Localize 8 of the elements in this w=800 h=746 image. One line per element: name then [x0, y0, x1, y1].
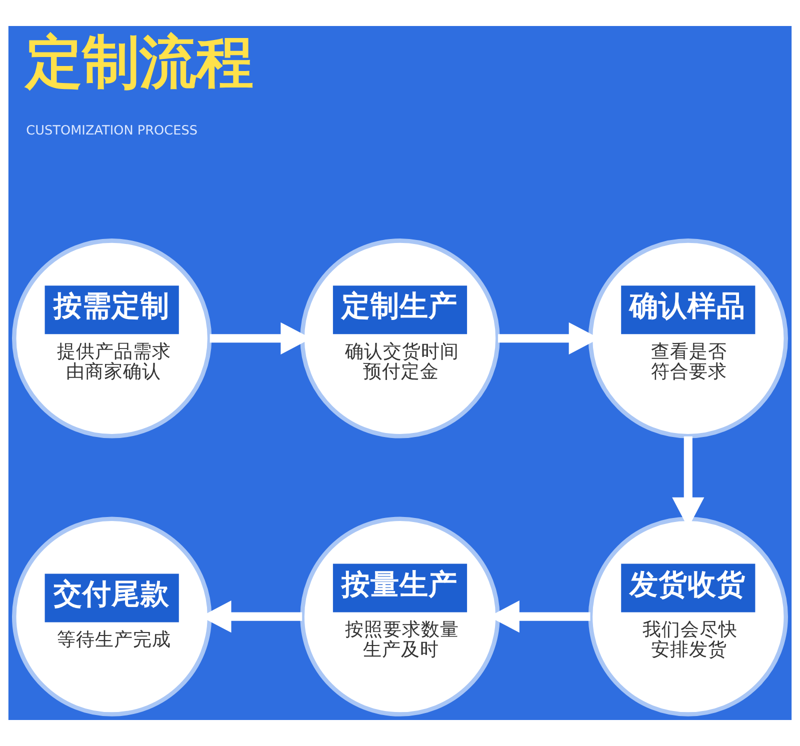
node-circle: 发货收货 我们会尽快安排发货	[588, 516, 788, 716]
node-circle: 按需定制 提供产品需求由商家确认	[12, 238, 212, 438]
diagram-title: 定制流程	[26, 30, 254, 96]
label: CUSTOMIZATION PROCESS	[26, 124, 198, 139]
node-circle: 按量生产 按照要求数量生产及时	[300, 516, 500, 716]
node-circle: 交付尾款 等待生产完成	[12, 516, 212, 716]
node-circle: 定制生产 确认交货时间预付定金	[300, 238, 500, 438]
node-circle: 确认样品 查看是否符合要求	[588, 238, 788, 438]
